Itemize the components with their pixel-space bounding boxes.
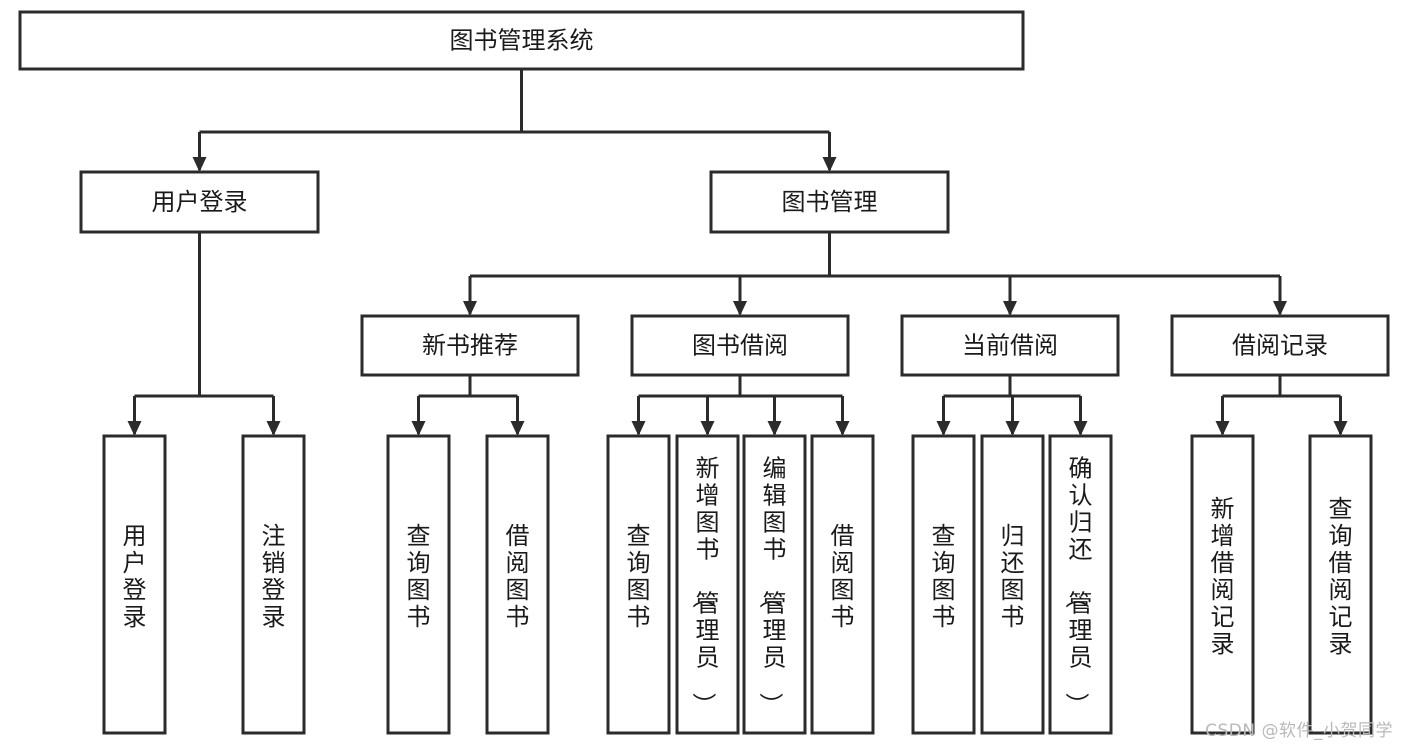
node-borrow-record[interactable]: 借阅记录 xyxy=(1170,314,1390,377)
node-label: 确认归还（管理员） xyxy=(1063,455,1093,717)
arrow-head-icon xyxy=(631,421,646,436)
edge-group-current-borrow xyxy=(936,375,1088,436)
arrow-head-icon xyxy=(510,421,525,436)
node-box xyxy=(675,434,740,735)
node-box xyxy=(386,434,451,735)
node-label: 当前借阅 xyxy=(962,332,1058,360)
node-leaf-add-record[interactable]: 新增借阅记录 xyxy=(1190,434,1255,735)
arrow-head-icon xyxy=(1215,421,1230,436)
arrow-head-icon xyxy=(700,421,715,436)
node-box xyxy=(980,434,1045,735)
node-box xyxy=(606,434,671,735)
node-box xyxy=(742,434,807,735)
node-box xyxy=(18,10,1025,71)
node-label: 借阅图书 xyxy=(506,522,530,631)
arrow-head-icon xyxy=(767,421,782,436)
node-leaf-query-book-3[interactable]: 查询图书 xyxy=(911,434,976,735)
node-leaf-query-record[interactable]: 查询借阅记录 xyxy=(1308,434,1373,735)
node-box xyxy=(1048,434,1113,735)
arrow-head-icon xyxy=(192,157,207,172)
node-box xyxy=(900,314,1120,377)
arrow-head-icon xyxy=(463,301,477,316)
node-box xyxy=(1170,314,1390,377)
node-label: 借阅记录 xyxy=(1232,332,1328,360)
node-leaf-borrow-book-1[interactable]: 借阅图书 xyxy=(485,434,550,735)
nodes-layer: 图书管理系统用户登录图书管理新书推荐图书借阅当前借阅借阅记录用户登录注销登录查询… xyxy=(18,10,1390,735)
node-leaf-confirm-return[interactable]: 确认归还（管理员） xyxy=(1048,434,1113,735)
arrow-head-icon xyxy=(411,421,426,436)
node-label: 查询图书 xyxy=(407,522,431,631)
node-book-manage[interactable]: 图书管理 xyxy=(709,170,950,234)
node-box xyxy=(241,434,306,735)
edge-group-book-borrow xyxy=(631,375,850,436)
arrow-head-icon xyxy=(266,421,281,436)
node-label: 新书推荐 xyxy=(422,332,518,360)
arrow-head-icon xyxy=(835,421,850,436)
node-leaf-user-login[interactable]: 用户登录 xyxy=(102,434,167,735)
arrow-head-icon xyxy=(127,421,142,436)
node-leaf-return-book[interactable]: 归还图书 xyxy=(980,434,1045,735)
node-label: 用户登录 xyxy=(123,522,147,631)
arrow-head-icon xyxy=(1003,301,1017,316)
node-label: 图书管理系统 xyxy=(450,27,594,55)
node-leaf-edit-book[interactable]: 编辑图书（管理员） xyxy=(742,434,807,735)
edge-group-book-manage xyxy=(463,232,1287,316)
node-new-book-rec[interactable]: 新书推荐 xyxy=(360,314,580,377)
edge-group-borrow-record xyxy=(1215,375,1348,436)
arrow-head-icon xyxy=(822,157,837,172)
edges-layer xyxy=(127,69,1348,436)
node-box xyxy=(810,434,875,735)
node-box xyxy=(485,434,550,735)
node-label: 归还图书 xyxy=(1001,522,1025,631)
node-box xyxy=(911,434,976,735)
edge-group-root xyxy=(192,69,837,172)
node-box xyxy=(630,314,850,377)
node-label: 查询图书 xyxy=(932,522,956,631)
node-box xyxy=(1308,434,1373,735)
node-label: 新增借阅记录 xyxy=(1211,495,1235,658)
node-label: 查询借阅记录 xyxy=(1329,495,1353,658)
node-label: 注销登录 xyxy=(262,522,286,631)
node-user-login[interactable]: 用户登录 xyxy=(79,170,320,234)
node-box xyxy=(360,314,580,377)
edge-group-new-book-rec xyxy=(411,375,525,436)
arrow-head-icon xyxy=(733,301,747,316)
node-leaf-query-book-1[interactable]: 查询图书 xyxy=(386,434,451,735)
node-box xyxy=(79,170,320,234)
arrow-head-icon xyxy=(1273,301,1287,316)
node-box xyxy=(709,170,950,234)
node-leaf-logout[interactable]: 注销登录 xyxy=(241,434,306,735)
arrow-head-icon xyxy=(1333,421,1348,436)
node-label: 图书管理 xyxy=(782,188,878,216)
node-book-borrow[interactable]: 图书借阅 xyxy=(630,314,850,377)
node-leaf-query-book-2[interactable]: 查询图书 xyxy=(606,434,671,735)
arrow-head-icon xyxy=(1005,421,1020,436)
node-box xyxy=(1190,434,1255,735)
node-root[interactable]: 图书管理系统 xyxy=(18,10,1025,71)
node-label: 用户登录 xyxy=(152,188,248,216)
node-label: 借阅图书 xyxy=(831,522,855,631)
node-label: 图书借阅 xyxy=(692,332,788,360)
node-label: 查询图书 xyxy=(627,522,651,631)
node-leaf-add-book[interactable]: 新增图书（管理员） xyxy=(675,434,740,735)
node-label: 编辑图书（管理员） xyxy=(757,455,787,717)
node-box xyxy=(102,434,167,735)
node-current-borrow[interactable]: 当前借阅 xyxy=(900,314,1120,377)
edge-group-user-login xyxy=(127,232,281,436)
node-label: 新增图书（管理员） xyxy=(690,455,720,717)
watermark-text: CSDN @软件_小贺同学 xyxy=(1205,721,1393,741)
node-leaf-borrow-book-2[interactable]: 借阅图书 xyxy=(810,434,875,735)
arrow-head-icon xyxy=(936,421,951,436)
arrow-head-icon xyxy=(1073,421,1088,436)
